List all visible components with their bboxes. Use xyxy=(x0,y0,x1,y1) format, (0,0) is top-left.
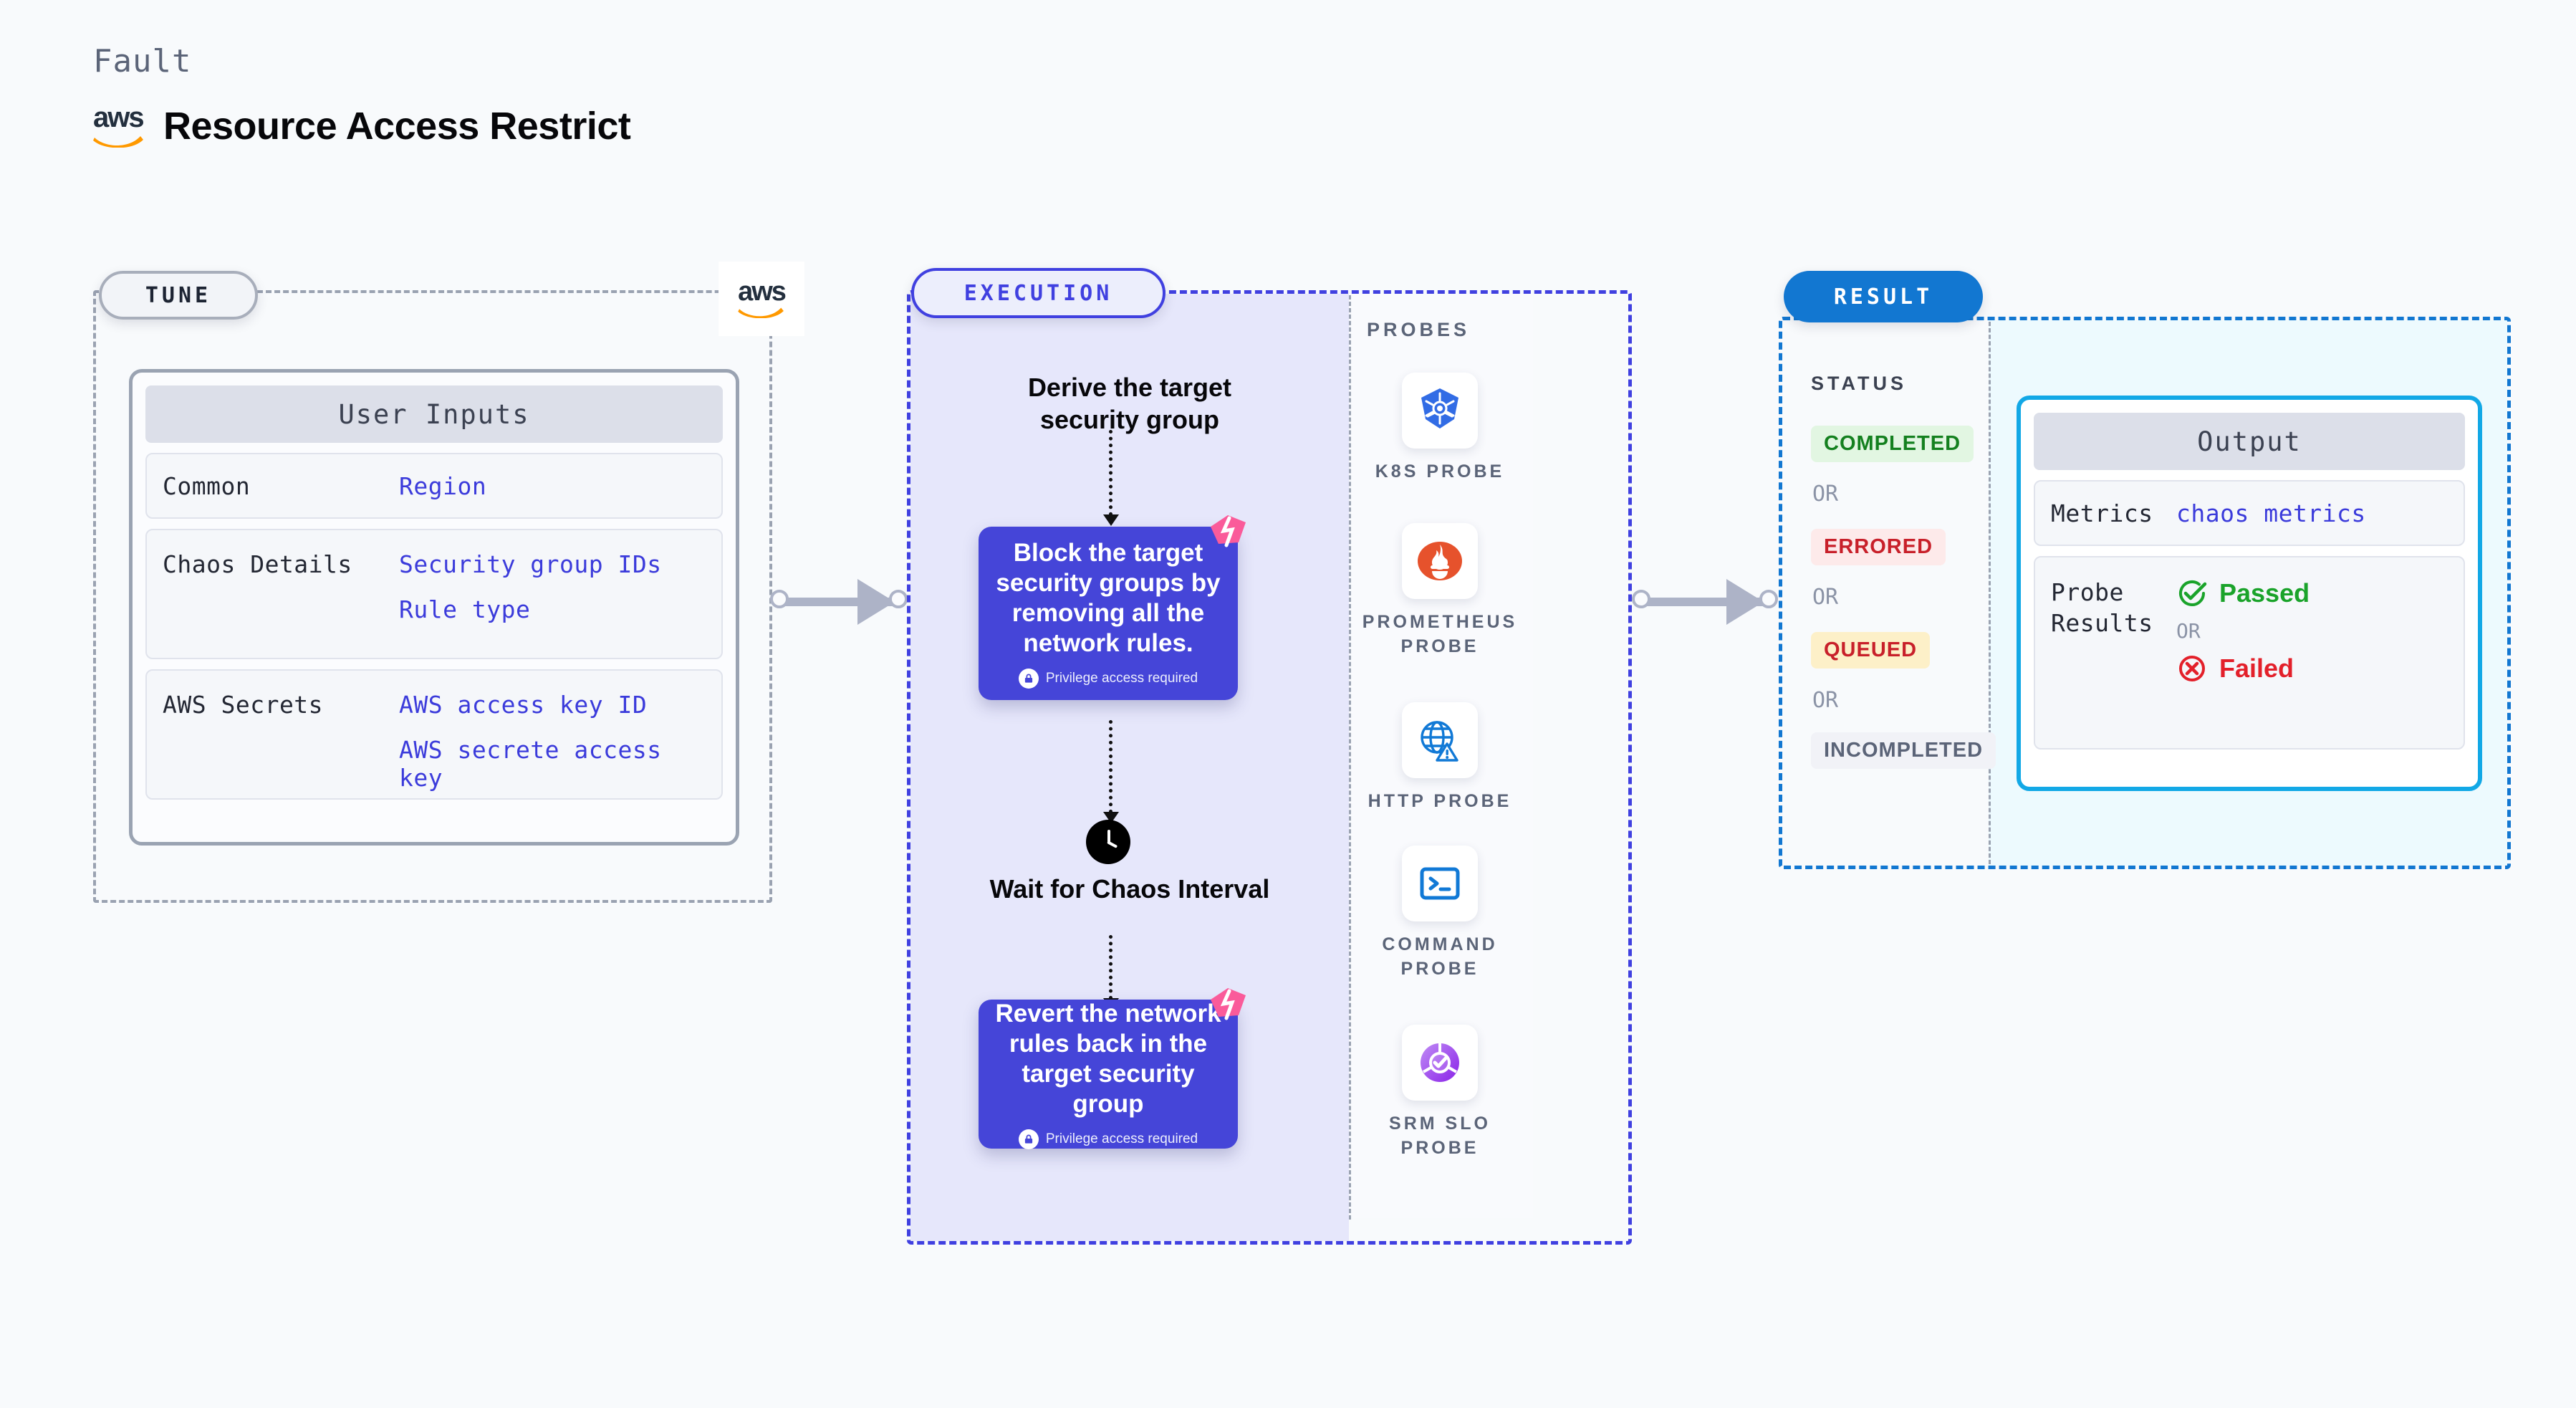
probes-label: PROBES xyxy=(1367,319,1471,340)
title-row: aws Resource Access Restrict xyxy=(93,103,631,148)
arrow-wait-to-revert xyxy=(1103,935,1119,1010)
or-label: OR xyxy=(2176,619,2201,643)
execution-panel xyxy=(907,290,1632,1245)
status-badge-completed: COMPLETED xyxy=(1811,426,1974,462)
tune-row-value[interactable]: Security group IDs xyxy=(399,550,662,578)
execution-pill[interactable]: EXECUTION xyxy=(911,268,1166,318)
arrow-derive-to-block xyxy=(1103,430,1119,526)
tune-row-value[interactable]: Rule type xyxy=(399,595,531,623)
probe-command[interactable]: COMMAND PROBE xyxy=(1347,846,1533,982)
probe-label: PROMETHEUS PROBE xyxy=(1362,612,1518,656)
page-title: Resource Access Restrict xyxy=(163,105,631,148)
output-row-metrics: Metrics chaos metrics xyxy=(2034,480,2465,546)
execution-card-block[interactable]: Block the target security groups by remo… xyxy=(979,515,1246,700)
status-badge-incompleted: INCOMPLETED xyxy=(1811,732,1996,769)
aws-logo-icon: aws xyxy=(93,103,145,148)
probe-result-passed: Passed xyxy=(2176,578,2310,609)
tune-row-value[interactable]: AWS secrete access key xyxy=(399,736,662,792)
probes-divider xyxy=(1349,295,1351,1220)
lock-icon xyxy=(1018,1129,1039,1149)
tune-row-key: Common xyxy=(163,471,251,500)
srm-slo-icon xyxy=(1402,1025,1478,1101)
probe-http[interactable]: HTTP PROBE xyxy=(1347,702,1533,814)
result-divider xyxy=(1989,322,1991,864)
output-card: Output Metrics chaos metrics Probe Resul… xyxy=(2017,396,2482,791)
privilege-note: Privilege access required xyxy=(1018,1129,1198,1149)
privilege-note-text: Privilege access required xyxy=(1045,671,1198,686)
execution-card-text: Revert the network rules back in the tar… xyxy=(995,1000,1221,1118)
wait-step-label: Wait for Chaos Interval xyxy=(989,874,1270,904)
lock-icon xyxy=(1018,669,1039,689)
privilege-note: Privilege access required xyxy=(1018,669,1198,689)
terminal-icon xyxy=(1402,846,1478,921)
fault-label: Fault xyxy=(93,43,192,80)
user-inputs-card: User Inputs Common Region Chaos Details … xyxy=(129,369,739,846)
or-label: OR xyxy=(1812,585,1839,610)
page-header: Fault aws Resource Access Restrict xyxy=(93,43,631,148)
execution-card-revert[interactable]: Revert the network rules back in the tar… xyxy=(979,988,1246,1149)
or-label: OR xyxy=(1812,688,1839,713)
tune-row-value[interactable]: AWS access key ID xyxy=(399,691,648,719)
tune-row-aws-secrets: AWS Secrets AWS access key ID AWS secret… xyxy=(145,669,723,800)
arrow-block-to-wait xyxy=(1103,720,1119,823)
probe-result-failed: Failed xyxy=(2176,653,2310,684)
passed-label: Passed xyxy=(2219,578,2310,608)
output-row-key: Metrics xyxy=(2051,499,2153,527)
output-title: Output xyxy=(2034,413,2465,470)
probe-label: HTTP PROBE xyxy=(1368,791,1512,811)
or-label: OR xyxy=(1812,482,1839,507)
probe-srm-slo[interactable]: SRM SLO PROBE xyxy=(1347,1025,1533,1161)
tune-row-key: AWS Secrets xyxy=(163,691,324,719)
kubernetes-icon xyxy=(1402,373,1478,449)
execution-card-text: Block the target security groups by remo… xyxy=(996,539,1221,657)
probe-k8s[interactable]: K8S PROBE xyxy=(1347,373,1533,484)
output-row-value[interactable]: chaos metrics xyxy=(2176,499,2366,527)
x-circle-icon xyxy=(2179,656,2205,681)
harness-chaos-badge-icon xyxy=(1211,988,1246,1020)
probe-label: SRM SLO PROBE xyxy=(1389,1114,1491,1158)
prometheus-icon xyxy=(1402,523,1478,599)
output-row-key: Probe Results xyxy=(2051,578,2153,637)
aws-swoosh-icon xyxy=(738,307,784,319)
tune-row-key: Chaos Details xyxy=(163,550,352,578)
status-badge-errored: ERRORED xyxy=(1811,529,1946,565)
user-inputs-title: User Inputs xyxy=(145,385,723,443)
connector-tune-to-execution xyxy=(770,579,913,625)
harness-chaos-badge-icon xyxy=(1211,515,1246,547)
tune-row-chaos-details: Chaos Details Security group IDs Rule ty… xyxy=(145,529,723,659)
tune-pill[interactable]: TUNE xyxy=(99,271,258,320)
check-circle-icon xyxy=(2179,580,2207,606)
aws-swoosh-icon xyxy=(93,136,143,148)
output-row-probe-results: Probe Results Passed OR Failed xyxy=(2034,556,2465,750)
probe-label: K8S PROBE xyxy=(1375,461,1505,482)
connector-execution-to-result xyxy=(1632,579,1782,625)
result-pill[interactable]: RESULT xyxy=(1784,271,1983,322)
tune-row-common: Common Region xyxy=(145,453,723,519)
privilege-note-text: Privilege access required xyxy=(1045,1131,1198,1146)
http-globe-warning-icon xyxy=(1402,702,1478,778)
status-badge-queued: QUEUED xyxy=(1811,632,1931,669)
status-label: STATUS xyxy=(1811,373,1907,394)
probe-prometheus[interactable]: PROMETHEUS PROBE xyxy=(1347,523,1533,659)
aws-logo-icon-tune: aws xyxy=(719,262,804,336)
clock-icon xyxy=(1086,820,1130,864)
failed-label: Failed xyxy=(2219,653,2294,683)
result-panel xyxy=(1779,317,2511,869)
probe-label: COMMAND PROBE xyxy=(1382,934,1498,979)
tune-row-value[interactable]: Region xyxy=(399,471,487,500)
derive-step-label: Derive the target security group xyxy=(1027,373,1232,434)
